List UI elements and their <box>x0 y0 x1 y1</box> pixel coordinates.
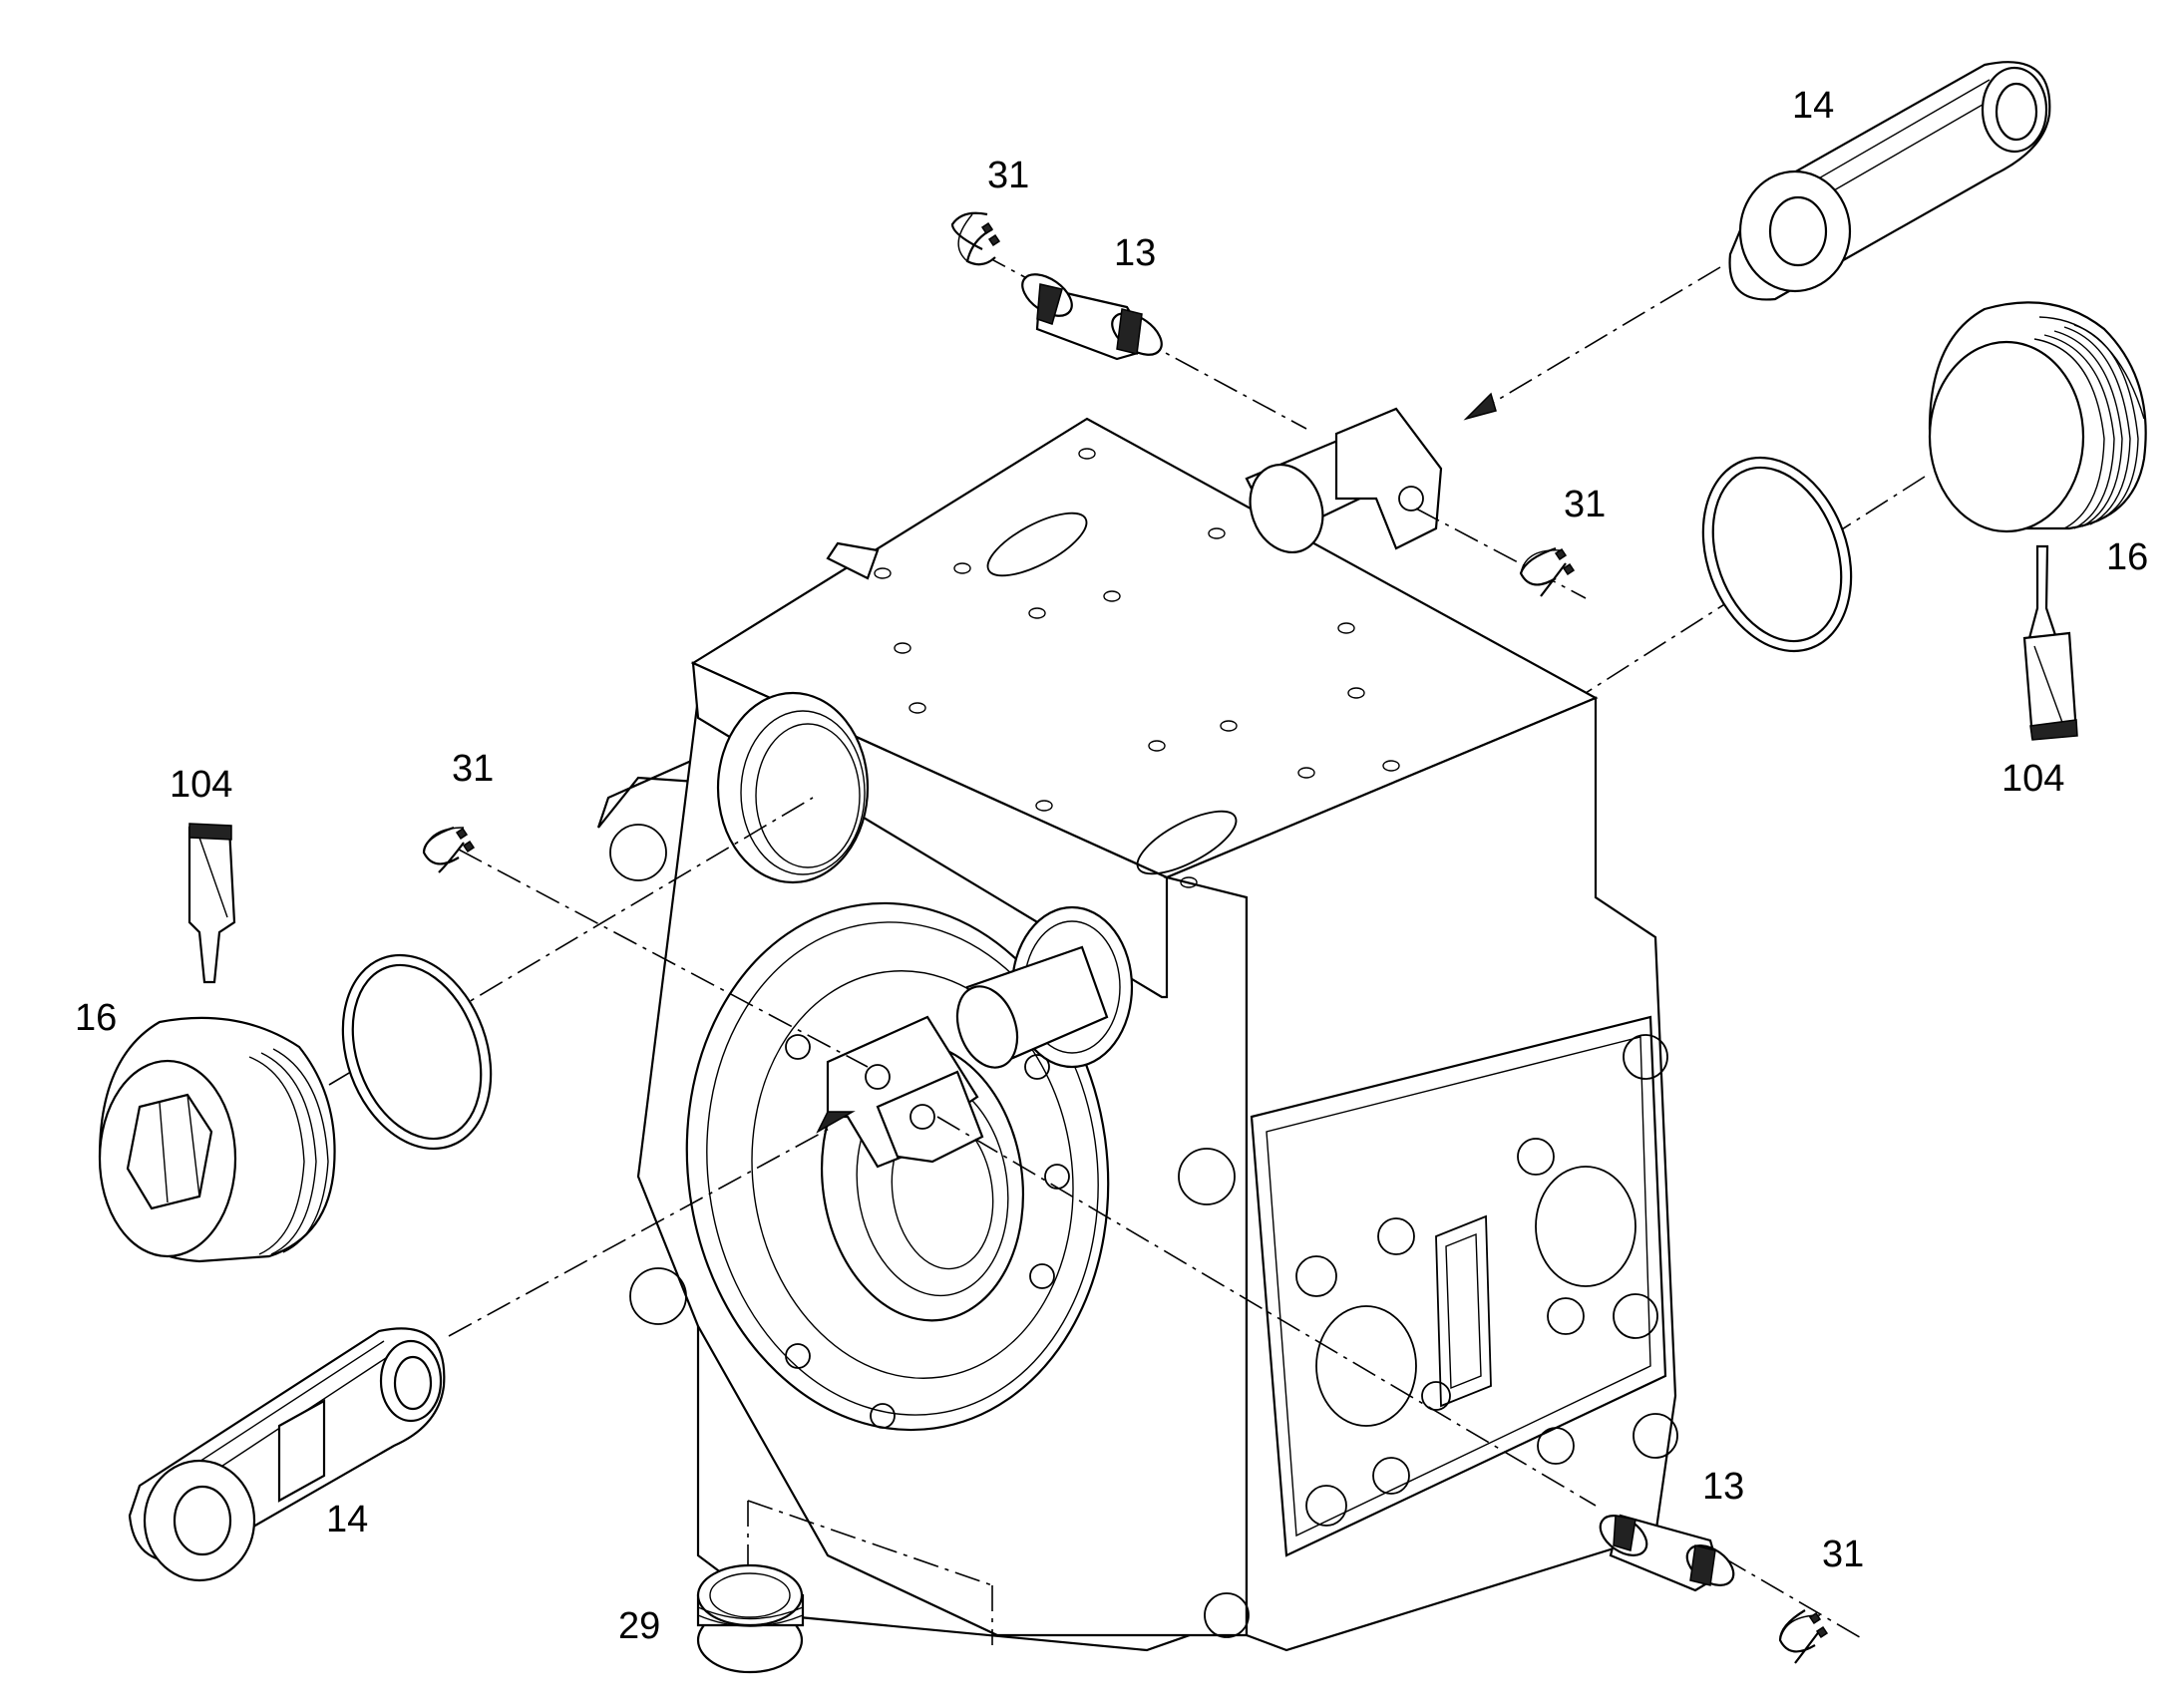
retaining-ring-bottom-right <box>1778 1609 1829 1664</box>
callout-ring-left: 31 <box>452 748 495 790</box>
retaining-ring-left <box>422 826 476 873</box>
sealant-tube-left <box>187 823 236 984</box>
threaded-plug-left <box>98 1016 336 1263</box>
callout-link-top: 14 <box>1792 85 1835 127</box>
retaining-ring-upper-right <box>1519 546 1576 597</box>
assembly-arrows <box>816 392 1497 1134</box>
pump-housing <box>596 407 1678 1652</box>
callout-plug-small: 29 <box>618 1605 661 1647</box>
callout-pin-bottom: 13 <box>1702 1466 1745 1508</box>
callout-ring-bottom-right: 31 <box>1822 1534 1865 1575</box>
link-arm-top <box>1728 61 2051 301</box>
pin-bottom <box>1599 1514 1735 1592</box>
threaded-plug-right <box>1928 301 2147 533</box>
callout-link-bottom: 14 <box>326 1499 369 1540</box>
callout-ring-upper-right: 31 <box>1564 484 1607 525</box>
callout-sealant-right: 104 <box>2001 758 2065 800</box>
sealant-tube-right <box>2022 544 2078 741</box>
retaining-ring-top <box>950 211 1001 266</box>
callout-pin-top: 13 <box>1114 232 1157 274</box>
link-arm-bottom <box>128 1327 446 1582</box>
callout-plug-right: 16 <box>2106 536 2149 578</box>
o-ring-left <box>341 953 493 1151</box>
callout-ring-top: 31 <box>987 155 1030 196</box>
pin-top <box>1021 273 1163 361</box>
small-plug <box>696 1563 805 1674</box>
o-ring-right <box>1701 456 1853 653</box>
callout-plug-left: 16 <box>75 997 118 1039</box>
callout-sealant-left: 104 <box>170 764 233 806</box>
